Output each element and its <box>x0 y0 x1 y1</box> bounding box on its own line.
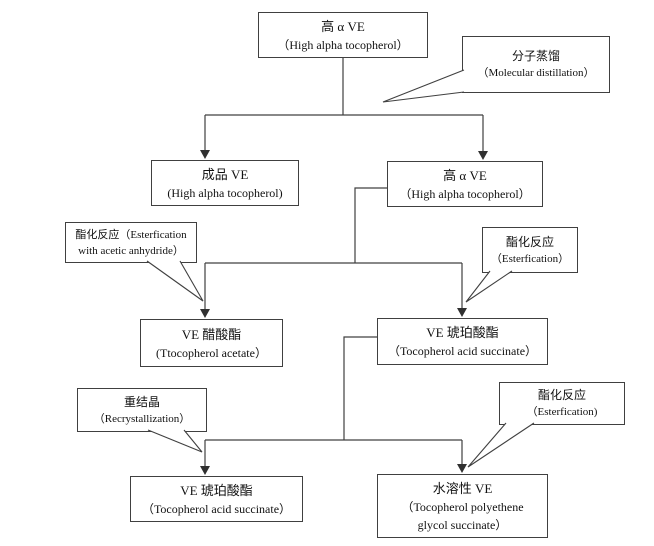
node-high-alpha-ve-source: 高 α VE （High alpha tocopherol） <box>258 12 428 58</box>
node-label-zh: 水溶性 VE <box>432 480 493 496</box>
node-label-zh: VE 琥珀酸酯 <box>426 325 499 340</box>
node-finished-ve: 成品 VE (High alpha tocopherol) <box>151 160 299 206</box>
callout-esterification-bottom: 酯化反应 （Esterfication) <box>499 382 625 425</box>
node-label-en: （Tocopherol acid succinate） <box>387 344 538 358</box>
callout-esterification-right: 酯化反应 （Esterfication） <box>482 227 578 273</box>
connector-high-alpha-branch <box>354 187 387 263</box>
node-ve-succinate: VE 琥珀酸酯 （Tocopherol acid succinate） <box>377 318 548 365</box>
node-ve-succinate-final: VE 琥珀酸酯 （Tocopherol acid succinate） <box>130 476 303 522</box>
callout-tail-esterification-right <box>465 270 513 303</box>
callout-label-zh: 酯化反应 <box>537 388 586 402</box>
node-label-en: (Ttocopherol acetate） <box>156 345 267 360</box>
callout-label-zh: 酯化反应 <box>505 234 554 249</box>
node-label-en2: glycol succinate） <box>417 517 508 532</box>
callout-label-line1: 酯化反应（Esterfication <box>75 228 187 241</box>
node-label-en: （High alpha tocopherol） <box>277 37 409 52</box>
arrowhead-ve-succinate <box>457 308 467 317</box>
connector-succinate-branch <box>343 336 377 440</box>
callout-molecular-distillation: 分子蒸馏 （Molecular distillation） <box>462 36 610 93</box>
node-label-en: （Tocopherol polyethene <box>401 499 524 514</box>
node-label-zh: 高 α VE <box>321 18 365 34</box>
node-label-zh: VE 醋酸酯 <box>181 326 242 342</box>
callout-recrystallization: 重结晶 （Recrystallization） <box>77 388 207 432</box>
callout-label-en: （Esterfication） <box>490 252 570 265</box>
callout-tail-molecular-distillation <box>382 69 465 103</box>
arrowhead-high-alpha-ve <box>478 151 488 160</box>
callout-label-zh: 分子蒸馏 <box>511 49 560 63</box>
arrowhead-ve-acetate <box>200 309 210 318</box>
callout-label-en: （Recrystallization） <box>93 412 191 425</box>
node-ve-acetate: VE 醋酸酯 (Ttocopherol acetate） <box>140 319 283 367</box>
callout-tail-recrystallization <box>147 429 203 453</box>
callout-label-zh: 重结晶 <box>123 394 160 409</box>
arrowhead-water-soluble <box>457 464 467 473</box>
node-label-zh: VE 琥珀酸酯 <box>180 482 253 498</box>
callout-label-en: （Molecular distillation） <box>477 67 595 79</box>
node-water-soluble-ve: 水溶性 VE （Tocopherol polyethene glycol suc… <box>377 474 548 538</box>
callout-tail-esterification-bottom <box>467 422 535 468</box>
callout-label-line2: with acetic anhydride） <box>78 244 184 257</box>
node-label-zh: 成品 VE <box>201 166 249 182</box>
callout-esterification-acetic: 酯化反应（Esterfication with acetic anhydride… <box>65 222 197 263</box>
node-high-alpha-ve: 高 α VE （High alpha tocopherol） <box>387 161 543 207</box>
callout-label-en: （Esterfication) <box>526 406 598 418</box>
arrowhead-finished-ve <box>200 150 210 159</box>
node-label-en: （Tocopherol acid succinate） <box>141 501 292 516</box>
node-label-en: (High alpha tocopherol) <box>167 185 283 200</box>
arrowhead-succinate-final <box>200 466 210 475</box>
node-label-zh: 高 α VE <box>443 167 487 183</box>
callout-tail-esterification-acetic <box>146 260 204 302</box>
node-label-en: （High alpha tocopherol） <box>399 186 531 201</box>
